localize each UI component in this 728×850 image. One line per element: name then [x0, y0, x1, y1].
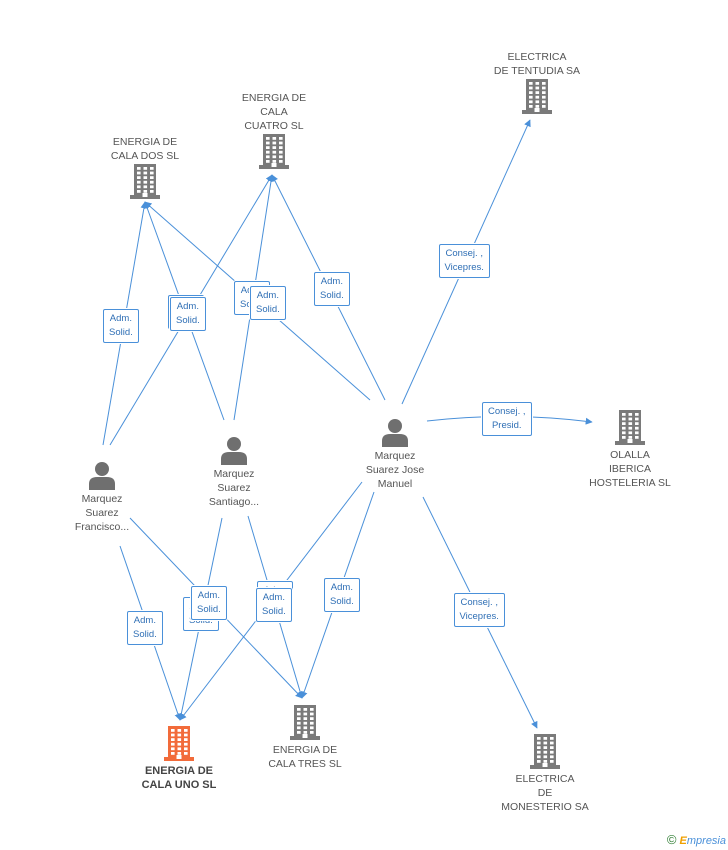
person-label: Marquez Suarez Santiago...	[208, 468, 260, 508]
company-label: ELECTRICA DE TENTUDIA SA	[493, 51, 581, 77]
building-icon	[485, 733, 605, 769]
building-icon	[85, 163, 205, 199]
person-node-jose[interactable]: Marquez Suarez Jose Manuel	[335, 417, 455, 491]
relation-label-jose-uno[interactable]: Adm. Solid.	[256, 588, 292, 622]
copyright-icon: ©	[666, 832, 677, 847]
footer-brand[interactable]: © Empresia	[667, 832, 726, 847]
person-node-santiago[interactable]: Marquez Suarez Santiago...	[174, 435, 294, 509]
building-icon	[119, 725, 239, 761]
relation-label-jose-monesterio[interactable]: Consej. , Vicepres.	[453, 593, 505, 627]
company-node-olalla[interactable]: OLALLA IBERICA HOSTELERIA SL	[570, 409, 690, 490]
brand-logo-letter: E	[679, 835, 687, 847]
brand-name: mpresia	[686, 835, 726, 847]
relation-label-jose-olalla[interactable]: Consej. , Presid.	[482, 402, 532, 436]
building-icon	[477, 78, 597, 114]
company-label: ENERGIA DE CALA CUATRO SL	[241, 92, 307, 132]
person-icon	[42, 460, 162, 490]
company-node-monesterio[interactable]: ELECTRICA DE MONESTERIO SA	[485, 733, 605, 814]
person-label: Marquez Suarez Jose Manuel	[365, 450, 425, 490]
relation-label-francisco-uno[interactable]: Adm. Solid.	[127, 611, 163, 645]
company-node-cuatro[interactable]: ENERGIA DE CALA CUATRO SL	[214, 91, 334, 169]
person-icon	[335, 417, 455, 447]
building-icon	[214, 133, 334, 169]
company-node-tres[interactable]: ENERGIA DE CALA TRES SL	[245, 704, 365, 771]
person-icon	[174, 435, 294, 465]
person-label: Marquez Suarez Francisco...	[74, 493, 130, 533]
person-node-francisco[interactable]: Marquez Suarez Francisco...	[42, 460, 162, 534]
relation-label-santiago-uno[interactable]: Adm. Solid.	[191, 586, 227, 620]
relation-label-francisco-dos[interactable]: Adm. Solid.	[103, 309, 139, 343]
relation-label-jose-dos[interactable]: Adm. Solid.	[250, 286, 286, 320]
company-node-tentudia[interactable]: ELECTRICA DE TENTUDIA SA	[477, 50, 597, 114]
company-node-dos[interactable]: ENERGIA DE CALA DOS SL	[85, 135, 205, 199]
company-label: ENERGIA DE CALA TRES SL	[268, 744, 342, 770]
relation-label-jose-cuatro[interactable]: Adm. Solid.	[314, 272, 350, 306]
building-icon	[570, 409, 690, 445]
company-node-uno[interactable]: ENERGIA DE CALA UNO SL	[119, 725, 239, 792]
relation-label-santiago-dos[interactable]: Adm. Solid.	[170, 297, 206, 331]
relation-label-jose-tres[interactable]: Adm. Solid.	[324, 578, 360, 612]
company-label: ELECTRICA DE MONESTERIO SA	[501, 773, 589, 813]
company-label: ENERGIA DE CALA DOS SL	[110, 136, 180, 162]
building-icon	[245, 704, 365, 740]
company-label: OLALLA IBERICA HOSTELERIA SL	[589, 449, 671, 489]
company-label: ENERGIA DE CALA UNO SL	[141, 765, 217, 791]
relation-label-jose-tentudia[interactable]: Consej. , Vicepres.	[438, 244, 490, 278]
